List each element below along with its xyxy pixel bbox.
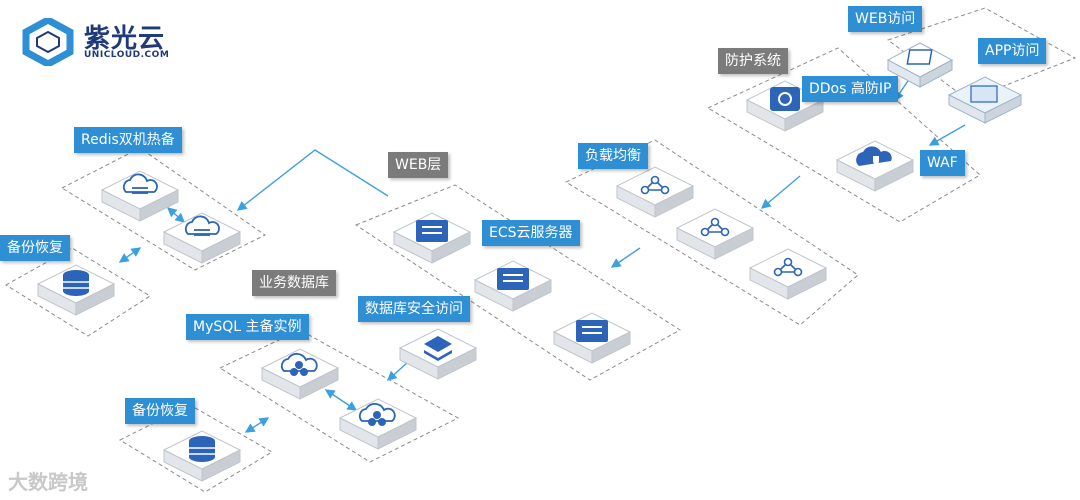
waf-to-lb-arrow — [760, 175, 801, 209]
ecs-server-3 — [553, 312, 631, 364]
mysql-sync-arrow — [324, 389, 358, 411]
ddos-server — [746, 80, 824, 132]
zone-access — [886, 7, 1077, 101]
ecs-server-2 — [474, 260, 552, 312]
shield-gear-icon — [770, 87, 800, 111]
app-access-arrow — [928, 124, 966, 146]
network-node-icon — [773, 257, 803, 277]
app-window-icon — [970, 85, 998, 103]
redis-server-1 — [101, 170, 179, 222]
cloud-db-icon — [358, 402, 396, 426]
backup-server-bottom — [163, 430, 241, 482]
lb-server-3 — [749, 248, 827, 300]
database-icon — [63, 270, 89, 296]
unicloud-logo-icon — [22, 18, 74, 66]
mysql-server-1 — [261, 348, 339, 400]
layers-icon — [424, 336, 452, 361]
label-web-layer: WEB层 — [388, 152, 449, 178]
backup-server-top — [37, 264, 115, 316]
zone-redis — [60, 147, 266, 271]
ecs-server-1 — [393, 212, 471, 264]
lb-server-2 — [676, 208, 754, 260]
database-icon — [189, 436, 215, 462]
network-node-icon — [640, 175, 670, 195]
label-waf: WAF — [920, 150, 965, 176]
zone-mysql — [218, 329, 460, 463]
cloud-db-icon — [280, 352, 318, 376]
server-stack-icon — [576, 320, 608, 342]
backup-top-arrow — [118, 247, 142, 263]
app-access-tile — [947, 76, 1023, 124]
redis-sync-arrow — [166, 207, 186, 223]
brand-domain: UNICLOUD.COM — [84, 50, 170, 60]
brand-logo: 紫光云 UNICLOUD.COM — [20, 18, 190, 68]
backup-bottom-arrow — [244, 417, 270, 433]
monitor-icon — [906, 49, 933, 65]
web-access-tile — [886, 42, 954, 88]
lb-to-ecs-arrow — [610, 247, 641, 268]
label-ddos: DDos 高防IP — [802, 76, 899, 102]
web-to-redis-arrow — [236, 149, 389, 211]
watermark-text: 大数跨境 — [8, 470, 88, 494]
label-app-access: APP访问 — [978, 38, 1047, 64]
mysql-server-2 — [339, 398, 417, 450]
label-backup-top: 备份恢复 — [0, 235, 70, 261]
zone-protection — [706, 47, 981, 223]
label-protection: 防护系统 — [718, 48, 788, 74]
brand-name: 紫光云 — [84, 24, 166, 54]
label-load-balance: 负载均衡 — [578, 143, 648, 169]
redis-server-2 — [163, 212, 241, 264]
db-secure-server — [399, 328, 477, 380]
waf-server — [836, 140, 914, 192]
label-redis: Redis双机热备 — [74, 127, 182, 153]
label-db-layer: 业务数据库 — [252, 270, 336, 296]
network-node-icon — [700, 217, 730, 237]
cloud-database-icon — [184, 215, 220, 236]
zone-web — [354, 184, 681, 381]
server-stack-icon — [416, 220, 448, 242]
label-mysql: MySQL 主备实例 — [186, 314, 309, 340]
label-db-secure: 数据库安全访问 — [358, 296, 470, 322]
lb-server-1 — [616, 166, 694, 218]
server-stack-icon — [497, 268, 529, 290]
label-web-access: WEB访问 — [848, 6, 923, 32]
cloud-database-icon — [122, 173, 158, 194]
label-ecs: ECS云服务器 — [482, 220, 580, 246]
db-secure-arrow — [386, 361, 409, 381]
label-backup-bottom: 备份恢复 — [125, 398, 195, 424]
